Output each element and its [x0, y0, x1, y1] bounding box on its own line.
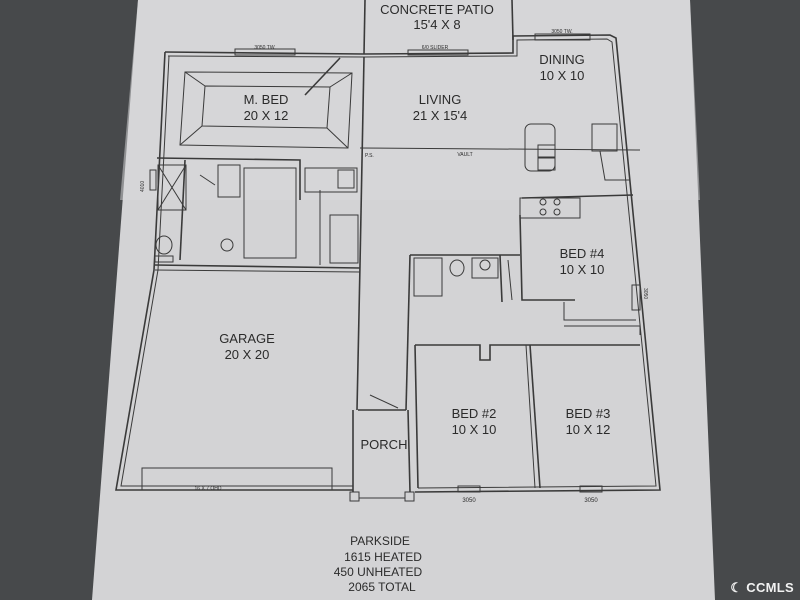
window-dining-label: 3050 TW. — [551, 29, 572, 35]
window-mbed-label: 3050 TW. — [254, 45, 275, 51]
window-bed2-label: 3050 — [462, 498, 476, 504]
bed4-label: BED #4 — [560, 246, 605, 261]
master-bed-tray-ceiling — [179, 71, 353, 149]
concrete-patio — [363, 0, 514, 55]
master-bed-label: M. BED — [244, 92, 289, 107]
mls-watermark: ☾ CCMLS — [730, 580, 794, 596]
ccmls-logo-icon: ☾ — [730, 580, 743, 595]
bed4-size: 10 X 10 — [560, 262, 605, 277]
side-window-right-label: 3050 — [642, 288, 648, 299]
total-sqft: 2065 TOTAL — [348, 580, 416, 594]
garage-size: 20 X 20 — [225, 347, 270, 362]
dining-size: 10 X 10 — [540, 68, 585, 83]
heated-sqft: 1615 HEATED — [344, 550, 422, 564]
ps-label: P.S. — [365, 153, 374, 159]
bed3-label: BED #3 — [566, 406, 611, 421]
living-label: LIVING — [419, 92, 462, 107]
kitchen — [519, 123, 630, 219]
bed2-label: BED #2 — [452, 406, 497, 421]
unheated-sqft: 450 UNHEATED — [334, 565, 423, 579]
garage-door-label: 16 X 7 OHD — [195, 486, 222, 492]
window-bed3-label: 3050 — [584, 498, 598, 504]
bed2-size: 10 X 10 — [452, 422, 497, 437]
garage-label: GARAGE — [219, 331, 275, 346]
porch-label: PORCH — [361, 437, 408, 452]
watermark-text: CCMLS — [746, 580, 794, 595]
plan-summary: PARKSIDE 1615 HEATED 450 UNHEATED 2065 T… — [334, 534, 423, 594]
patio-label: CONCRETE PATIO — [380, 2, 494, 17]
master-bed-size: 20 X 12 — [244, 108, 289, 123]
plan-name: PARKSIDE — [350, 534, 410, 548]
dining-label: DINING — [539, 52, 585, 67]
patio-size: 15'4 X 8 — [413, 17, 460, 32]
side-window-left-label: 4010 — [140, 181, 146, 192]
slider-label: 6/0 SLIDER — [422, 45, 449, 51]
bed3-size: 10 X 12 — [566, 422, 611, 437]
vault-label: VAULT — [457, 152, 472, 158]
living-size: 21 X 15'4 — [413, 108, 468, 123]
